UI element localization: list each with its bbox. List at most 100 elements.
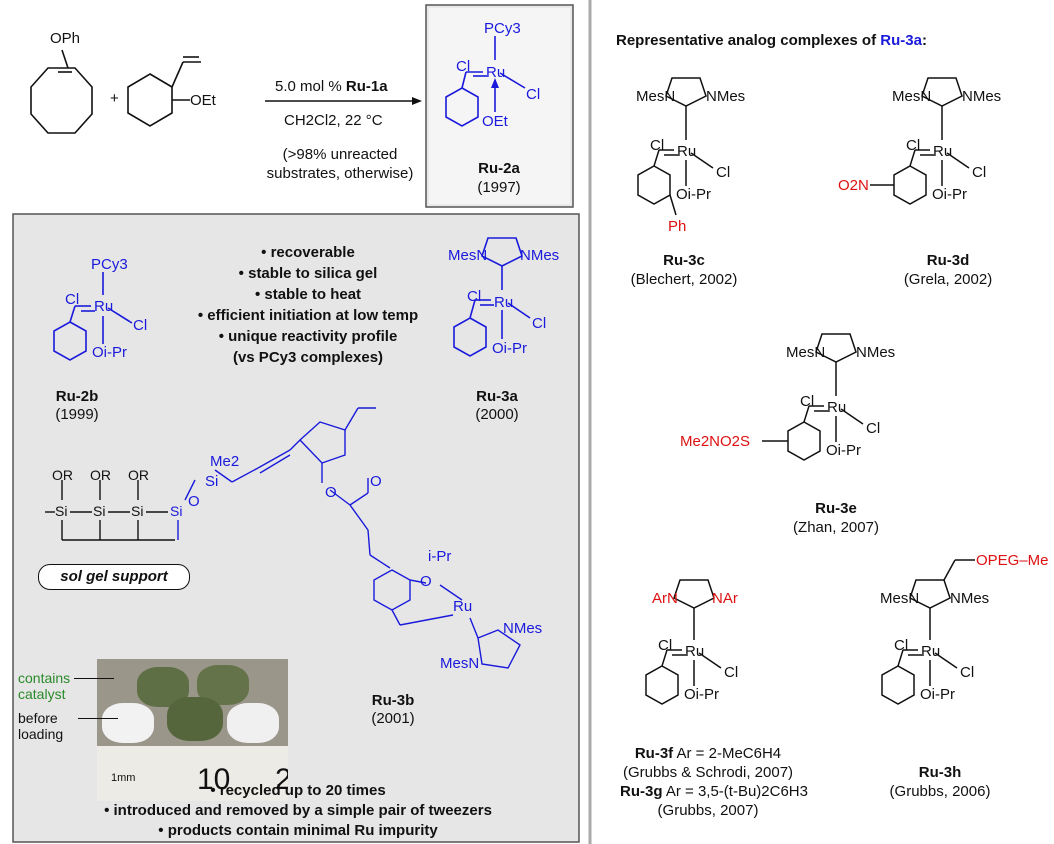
silica-si-4: Si [170, 503, 183, 519]
ru3e-metal: Ru [827, 399, 847, 416]
catalyst-pellet-photo: 1mm 10 2 [97, 659, 288, 801]
contains-catalyst-label-2: catalyst [18, 686, 66, 702]
ru3b-ipr: i-Pr [428, 548, 452, 565]
pellet-loaded [167, 697, 223, 741]
pellet-unloaded [227, 703, 279, 743]
ru3c-mesn: MesN [636, 88, 676, 105]
ru3h-name: Ru-3h [918, 764, 962, 781]
ethoxystyrene-ring [127, 73, 173, 127]
ruler-mm-label: 1mm [111, 772, 136, 784]
feature-5: • unique reactivity profile [218, 328, 398, 345]
silica-si-1: Si [55, 503, 68, 519]
bullet-recycled: • recycled up to 20 times [210, 782, 386, 799]
ru3e-cl1: Cl [800, 393, 815, 410]
reaction-note-2: substrates, otherwise) [266, 165, 414, 182]
ru3d-sub: O2N [838, 177, 869, 194]
ru3c-metal: Ru [677, 143, 697, 160]
ru3d-nmes: NMes [962, 88, 1002, 105]
ru3b-mesn: MesN [440, 655, 480, 672]
pellet-unloaded [102, 703, 154, 743]
ru3h-ref: (Grubbs, 2006) [889, 783, 991, 800]
ru2a-metal: Ru [486, 64, 506, 81]
ru3d-mesn: MesN [892, 88, 932, 105]
ru3e-sub: Me2NO2S [680, 433, 751, 450]
ru2b-name: Ru-2b [55, 388, 99, 405]
ru3d-name: Ru-3d [926, 252, 970, 269]
ru2a-name: Ru-2a [478, 160, 520, 177]
before-loading-label-2: loading [18, 726, 64, 742]
heading-text: Representative analog complexes of [616, 32, 881, 49]
heading-ref: Ru-3a [880, 32, 922, 49]
ru3b-nmes: NMes [503, 620, 543, 637]
ru3e-mesn: MesN [786, 344, 826, 361]
ru3f-desc: Ar = 2-MeC6H4 [673, 745, 782, 762]
ru3d-metal: Ru [933, 143, 953, 160]
ru2a-year: (1997) [477, 179, 521, 196]
contains-catalyst-label-1: contains [18, 670, 71, 686]
ru3f-caption: Ru-3f Ar = 2-MeC6H4 [635, 745, 781, 762]
ru2b-metal: Ru [94, 298, 114, 315]
right-panel-heading: Representative analog complexes of Ru-3a… [616, 32, 927, 49]
ru3f-metal: Ru [685, 643, 705, 660]
ru3h-ether: Oi-Pr [920, 686, 955, 703]
heading-colon: : [921, 32, 927, 49]
ru2b-year: (1999) [55, 406, 99, 423]
ru3b-o3: O [370, 473, 382, 490]
feature-1: • recoverable [261, 244, 355, 261]
ru2b-cl1: Cl [65, 291, 80, 308]
ru2a-ether: OEt [482, 113, 508, 130]
solvent-temp: CH2Cl2, 22 °C [284, 112, 383, 129]
ru3c-cl2: Cl [716, 164, 731, 181]
silica-or-1: OR [52, 467, 73, 483]
pointer-line-contains [74, 678, 114, 679]
ru3b-o: O [420, 573, 432, 590]
ru2a-ligand: PCy3 [484, 20, 521, 37]
ru2a-cl2: Cl [526, 86, 541, 103]
ru3g-name: Ru-3g [620, 783, 663, 800]
ru2b-ether: Oi-Pr [92, 344, 127, 361]
ru2b-ligand: PCy3 [91, 256, 128, 273]
silica-or-2: OR [90, 467, 111, 483]
bullet-impurity: • products contain minimal Ru impurity [158, 822, 438, 839]
ru3a-nhc-right: NMes [520, 247, 560, 264]
ru3f-name: Ru-3f [634, 745, 674, 762]
before-loading-label-1: before [18, 710, 58, 726]
ru3c-name: Ru-3c [663, 252, 705, 269]
ru3a-cl2: Cl [532, 315, 547, 332]
ru3c-ether: Oi-Pr [676, 186, 711, 203]
ru3e-ref: (Zhan, 2007) [793, 519, 879, 536]
silica-si-2: Si [93, 503, 106, 519]
sol-gel-support-label: sol gel support [60, 568, 168, 585]
ru3f-nhc-right: NAr [712, 590, 738, 607]
ru3h-metal: Ru [921, 643, 941, 660]
ru3b-name: Ru-3b [371, 692, 415, 709]
ru3h-nmes: NMes [950, 590, 990, 607]
catalyst-name: Ru-1a [345, 78, 388, 95]
ru3f-cl1: Cl [658, 637, 673, 654]
ru3b-metal: Ru [453, 598, 473, 615]
ru3a-nhc-left: MesN [448, 247, 488, 264]
ru3b-si: Si [205, 473, 219, 490]
ruler-10-label: 10 [197, 763, 231, 796]
ru3a-ether: Oi-Pr [492, 340, 527, 357]
ru3b-o2: O [325, 484, 337, 501]
ru3e-name: Ru-3e [815, 500, 857, 517]
ru3d-ether: Oi-Pr [932, 186, 967, 203]
bullet-tweezers: • introduced and removed by a simple pai… [104, 802, 492, 819]
ruler: 1mm 10 2 [97, 746, 288, 801]
feature-3: • stable to heat [254, 286, 362, 303]
ru3b-silyl: Me2 [210, 453, 240, 470]
ru3d-ref: (Grela, 2002) [903, 271, 993, 288]
ru3h-cl1: Cl [894, 637, 909, 654]
feature-2: • stable to silica gel [238, 265, 378, 282]
ru3a-year: (2000) [475, 406, 519, 423]
ru3a-metal: Ru [494, 294, 514, 311]
ru3h-sub: OPEG–Me [976, 552, 1049, 569]
ru3b-o1: O [188, 493, 200, 510]
ru3e-nmes: NMes [856, 344, 896, 361]
ru3a-name: Ru-3a [476, 388, 518, 405]
feature-4: • efficient initiation at low temp [197, 307, 419, 324]
ru3d-cl2: Cl [972, 164, 987, 181]
ru3c-sub: Ph [668, 218, 687, 235]
ru3g-ref: (Grubbs, 2007) [657, 802, 759, 819]
